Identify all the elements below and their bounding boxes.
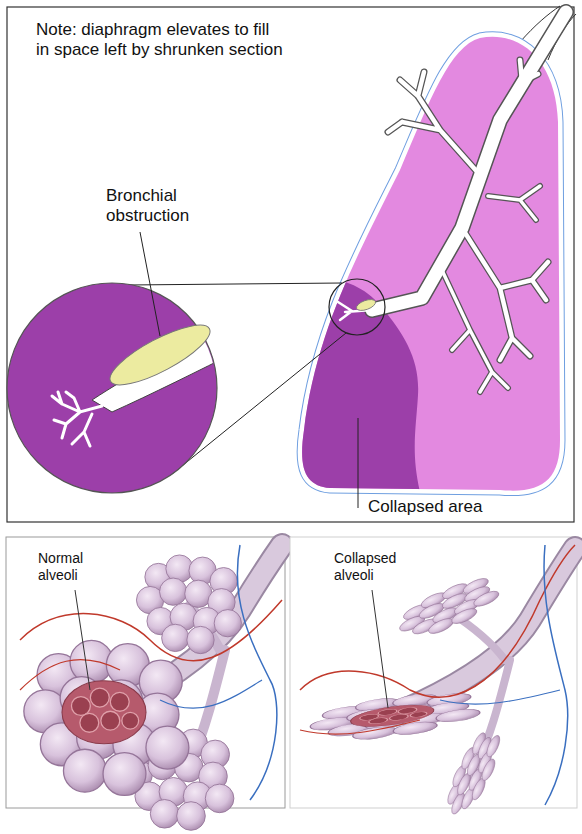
zoom-line xyxy=(128,283,342,285)
obstruction-plug xyxy=(355,297,377,312)
panel-frame xyxy=(7,7,574,522)
collapsed-alveoli-panel xyxy=(290,537,577,821)
zoom-circle xyxy=(329,279,385,335)
bronchial-tree xyxy=(372,12,566,392)
leader-line xyxy=(358,418,359,508)
part-label: Collapsed alveoli xyxy=(334,550,424,584)
zoom-inset xyxy=(7,283,240,493)
part-label: Normal alveoli xyxy=(38,550,118,584)
note-text: Note: diaphragm elevates to fill in spac… xyxy=(36,20,286,61)
collapsed-region xyxy=(290,278,422,500)
part-label: Bronchial obstruction xyxy=(106,186,226,227)
part-label: Collapsed area xyxy=(368,497,538,517)
lung xyxy=(290,37,560,500)
leader-line xyxy=(140,232,160,336)
normal-alveoli-panel xyxy=(6,537,285,830)
obstruction-plug xyxy=(103,315,217,396)
